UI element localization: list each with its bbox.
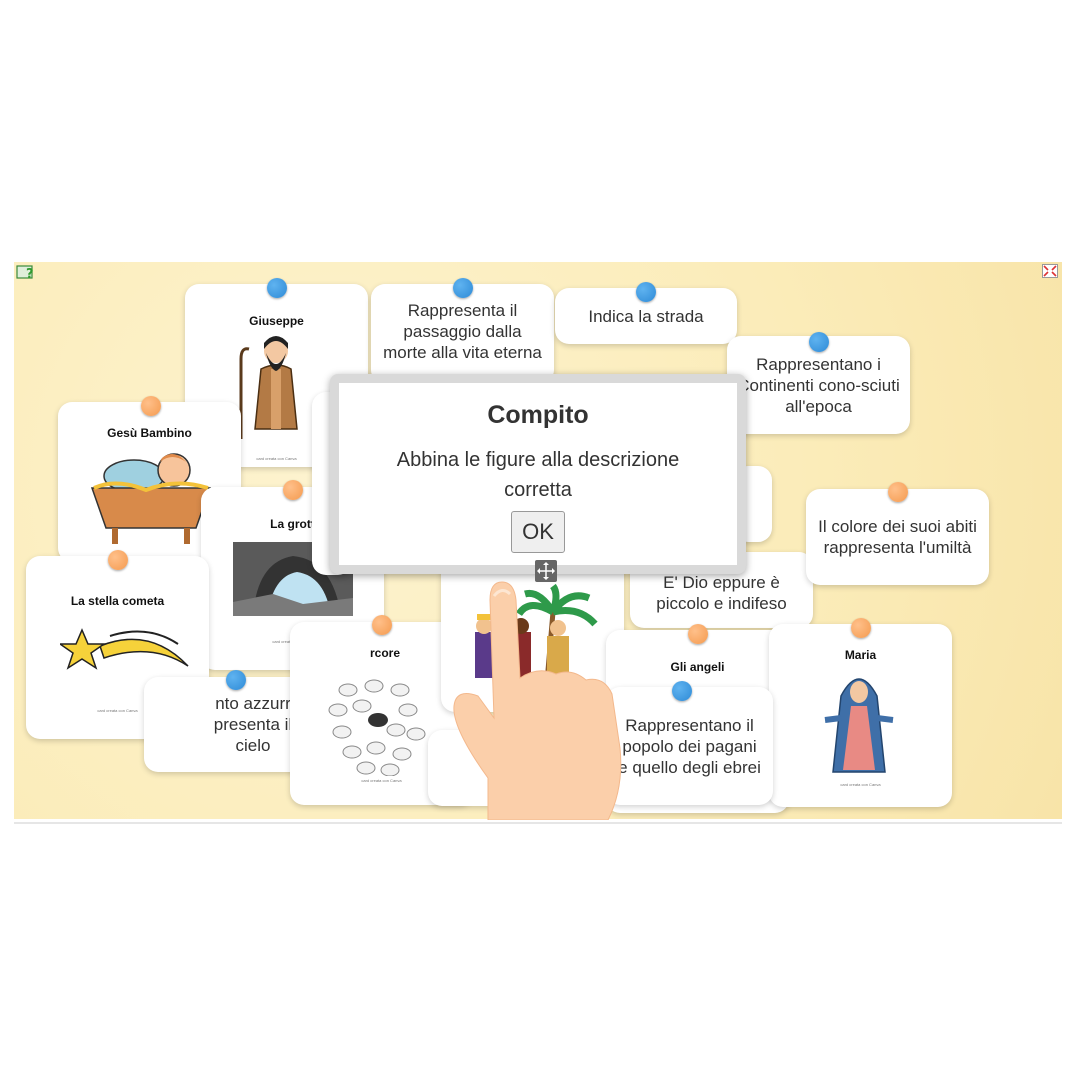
pin[interactable] [108, 550, 128, 570]
card-text: nto azzurr presenta il cielo [213, 694, 293, 755]
card-title: Gli angeli [670, 660, 725, 674]
dialog-title: Compito [487, 401, 589, 429]
svg-text:?: ? [26, 267, 34, 282]
mary-illustration [824, 678, 894, 773]
pin[interactable] [267, 278, 287, 298]
card-footer: card creata con Canva [840, 782, 881, 787]
task-dialog: Compito Abbina le figure alla descrizion… [330, 374, 746, 574]
comet-star-illustration [60, 628, 189, 670]
pin[interactable] [372, 615, 392, 635]
help-icon[interactable]: ? [16, 264, 36, 282]
card-footer: card creata con Canva [361, 778, 402, 783]
card-title: Gesù Bambino [107, 426, 192, 440]
dialog-message: Abbina le figure alla descrizione corret… [396, 449, 680, 501]
card-title: La stella cometa [70, 594, 165, 608]
pointing-hand-icon [453, 581, 622, 820]
card-footer: card creata con Canva [256, 456, 297, 461]
pin[interactable] [851, 618, 871, 638]
pin[interactable] [453, 278, 473, 298]
pin[interactable] [636, 282, 656, 302]
card-popolo[interactable]: Rappresentano il popolo dei pagani e que… [606, 687, 773, 805]
card-gesu-bambino[interactable]: Gesù Bambino [58, 402, 241, 562]
three-kings-illustration [475, 583, 598, 683]
pin[interactable] [888, 482, 908, 502]
card-title: rcore [370, 646, 401, 660]
card-title: Maria [844, 648, 877, 662]
pin[interactable] [283, 480, 303, 500]
card-title: La grott [270, 517, 315, 531]
ok-button[interactable]: OK [511, 511, 565, 553]
pin[interactable] [141, 396, 161, 416]
fullscreen-icon[interactable] [1042, 264, 1058, 278]
card-footer: card creata con Canva [97, 708, 138, 713]
sheep-flock-illustration [328, 679, 426, 776]
card-colore[interactable]: Il colore dei suoi abiti rappresenta l'u… [806, 489, 989, 585]
pin[interactable] [226, 670, 246, 690]
move-icon[interactable] [535, 560, 557, 582]
card-continenti[interactable]: Rappresentano i Continenti cono-sciuti a… [727, 336, 910, 434]
card-azzurro[interactable]: nto azzurr presenta il cielo [144, 677, 304, 772]
pin[interactable] [688, 624, 708, 644]
joseph-illustration [239, 336, 298, 439]
card-title: Giuseppe [249, 314, 304, 328]
card-passaggio[interactable]: Rappresenta il passaggio dalla morte all… [371, 284, 554, 384]
board-border [14, 822, 1062, 824]
pin[interactable] [809, 332, 829, 352]
card-maria[interactable]: Maria card creata con Canva [769, 624, 952, 807]
pin[interactable] [672, 681, 692, 701]
baby-in-manger-illustration [90, 453, 212, 544]
